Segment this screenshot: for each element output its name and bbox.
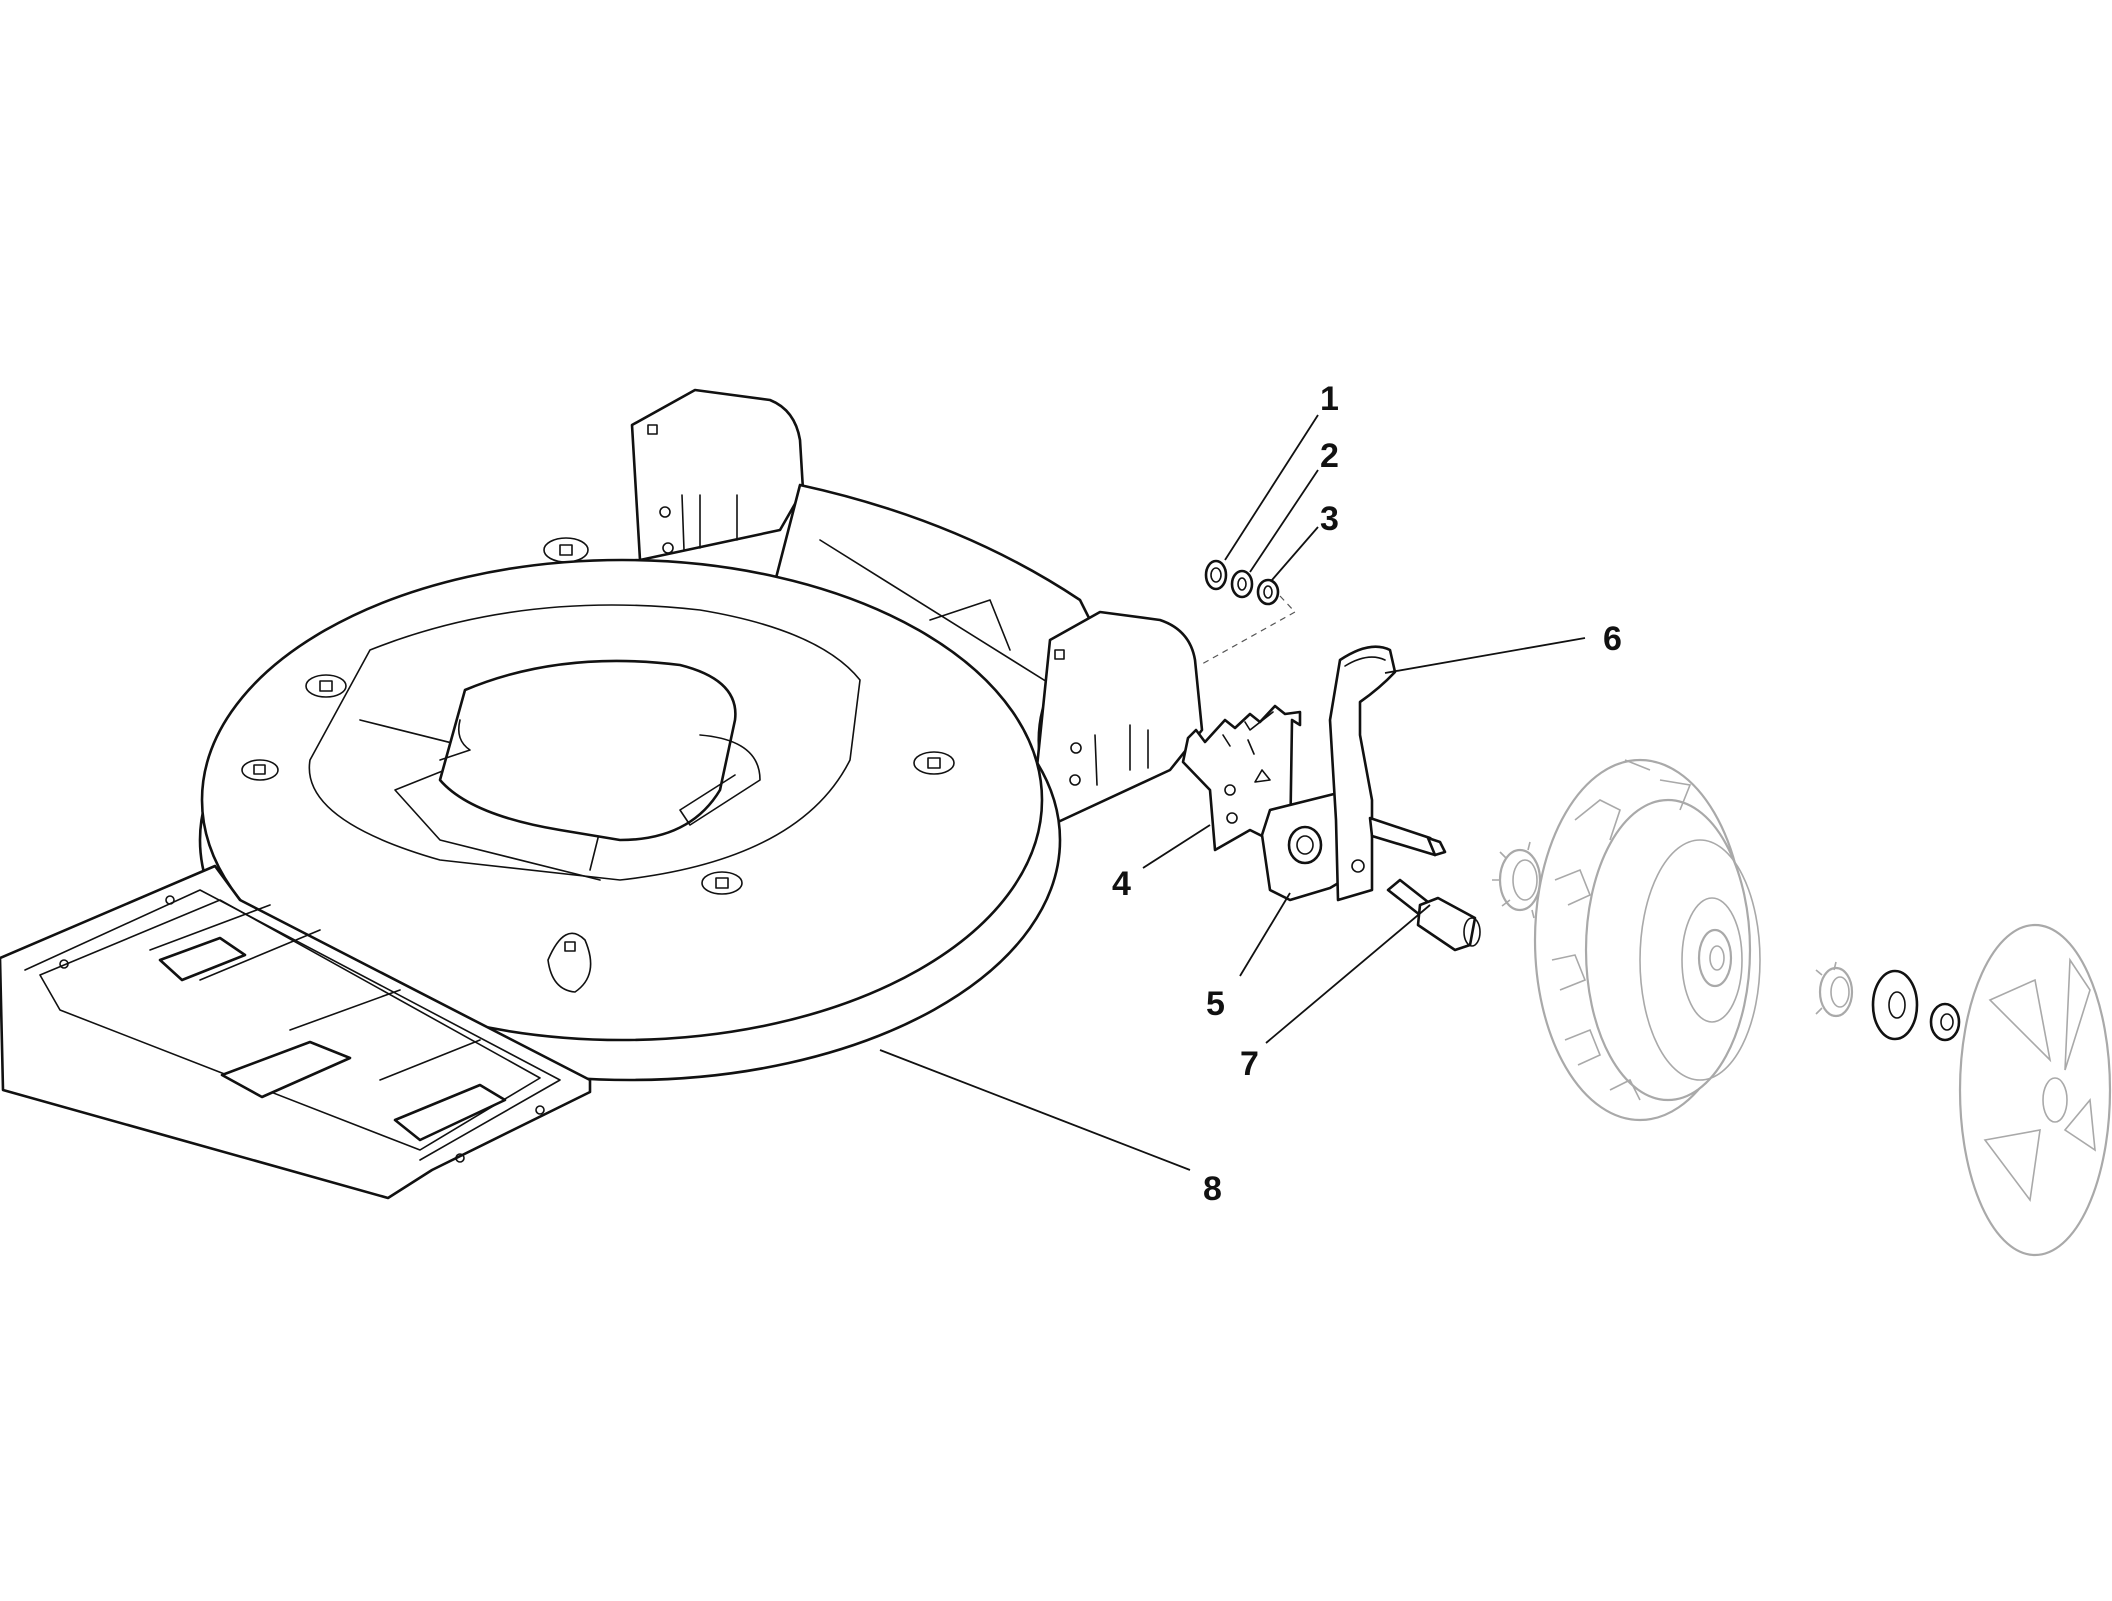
callout-8: 8 (1203, 1170, 1222, 1208)
leader-4 (1142, 824, 1211, 869)
leader-2 (1249, 469, 1319, 573)
leader-lines (879, 414, 1586, 1171)
deck-rear-hood (758, 483, 1102, 782)
wheel-washer (1871, 969, 1919, 1041)
callout-5: 5 (1206, 985, 1225, 1023)
leader-8 (879, 1049, 1191, 1171)
wheel-hub-cap (1958, 923, 2112, 1257)
part-6-height-lever (1328, 645, 1447, 902)
callout-6: 6 (1603, 620, 1622, 658)
part-7-shoulder-bolt (1386, 878, 1481, 952)
deck-motor-plate (308, 604, 861, 881)
part-5-bracket-plate (1260, 788, 1360, 902)
deck-mounting-bosses (241, 537, 955, 993)
callout-7: 7 (1240, 1045, 1259, 1083)
leader-6 (1384, 637, 1586, 674)
wheel-assembly (1492, 758, 2112, 1257)
leader-5 (1239, 892, 1291, 977)
deck-center-opening (438, 659, 737, 842)
part-1-nut (1204, 559, 1228, 591)
leader-1 (1224, 414, 1319, 561)
wheel-nut (1929, 1002, 1961, 1042)
deck-rear-plate (630, 388, 805, 562)
nut-and-washers (1201, 559, 1296, 665)
wheel-gear-outer (1815, 961, 1854, 1018)
leader-3 (1271, 526, 1319, 581)
wheel-tyre (1533, 758, 1761, 1122)
callout-3: 3 (1320, 500, 1339, 538)
callout-labels: 1 2 3 4 5 6 7 8 (1112, 380, 1622, 1208)
wheel-gear-inner (1492, 841, 1542, 919)
leader-7 (1265, 904, 1431, 1044)
callout-2: 2 (1320, 437, 1339, 475)
part-2-washer (1230, 569, 1254, 599)
callout-4: 4 (1112, 865, 1131, 903)
part-3-washer (1256, 578, 1280, 606)
callout-1: 1 (1320, 380, 1339, 418)
mower-deck (0, 388, 1204, 1200)
